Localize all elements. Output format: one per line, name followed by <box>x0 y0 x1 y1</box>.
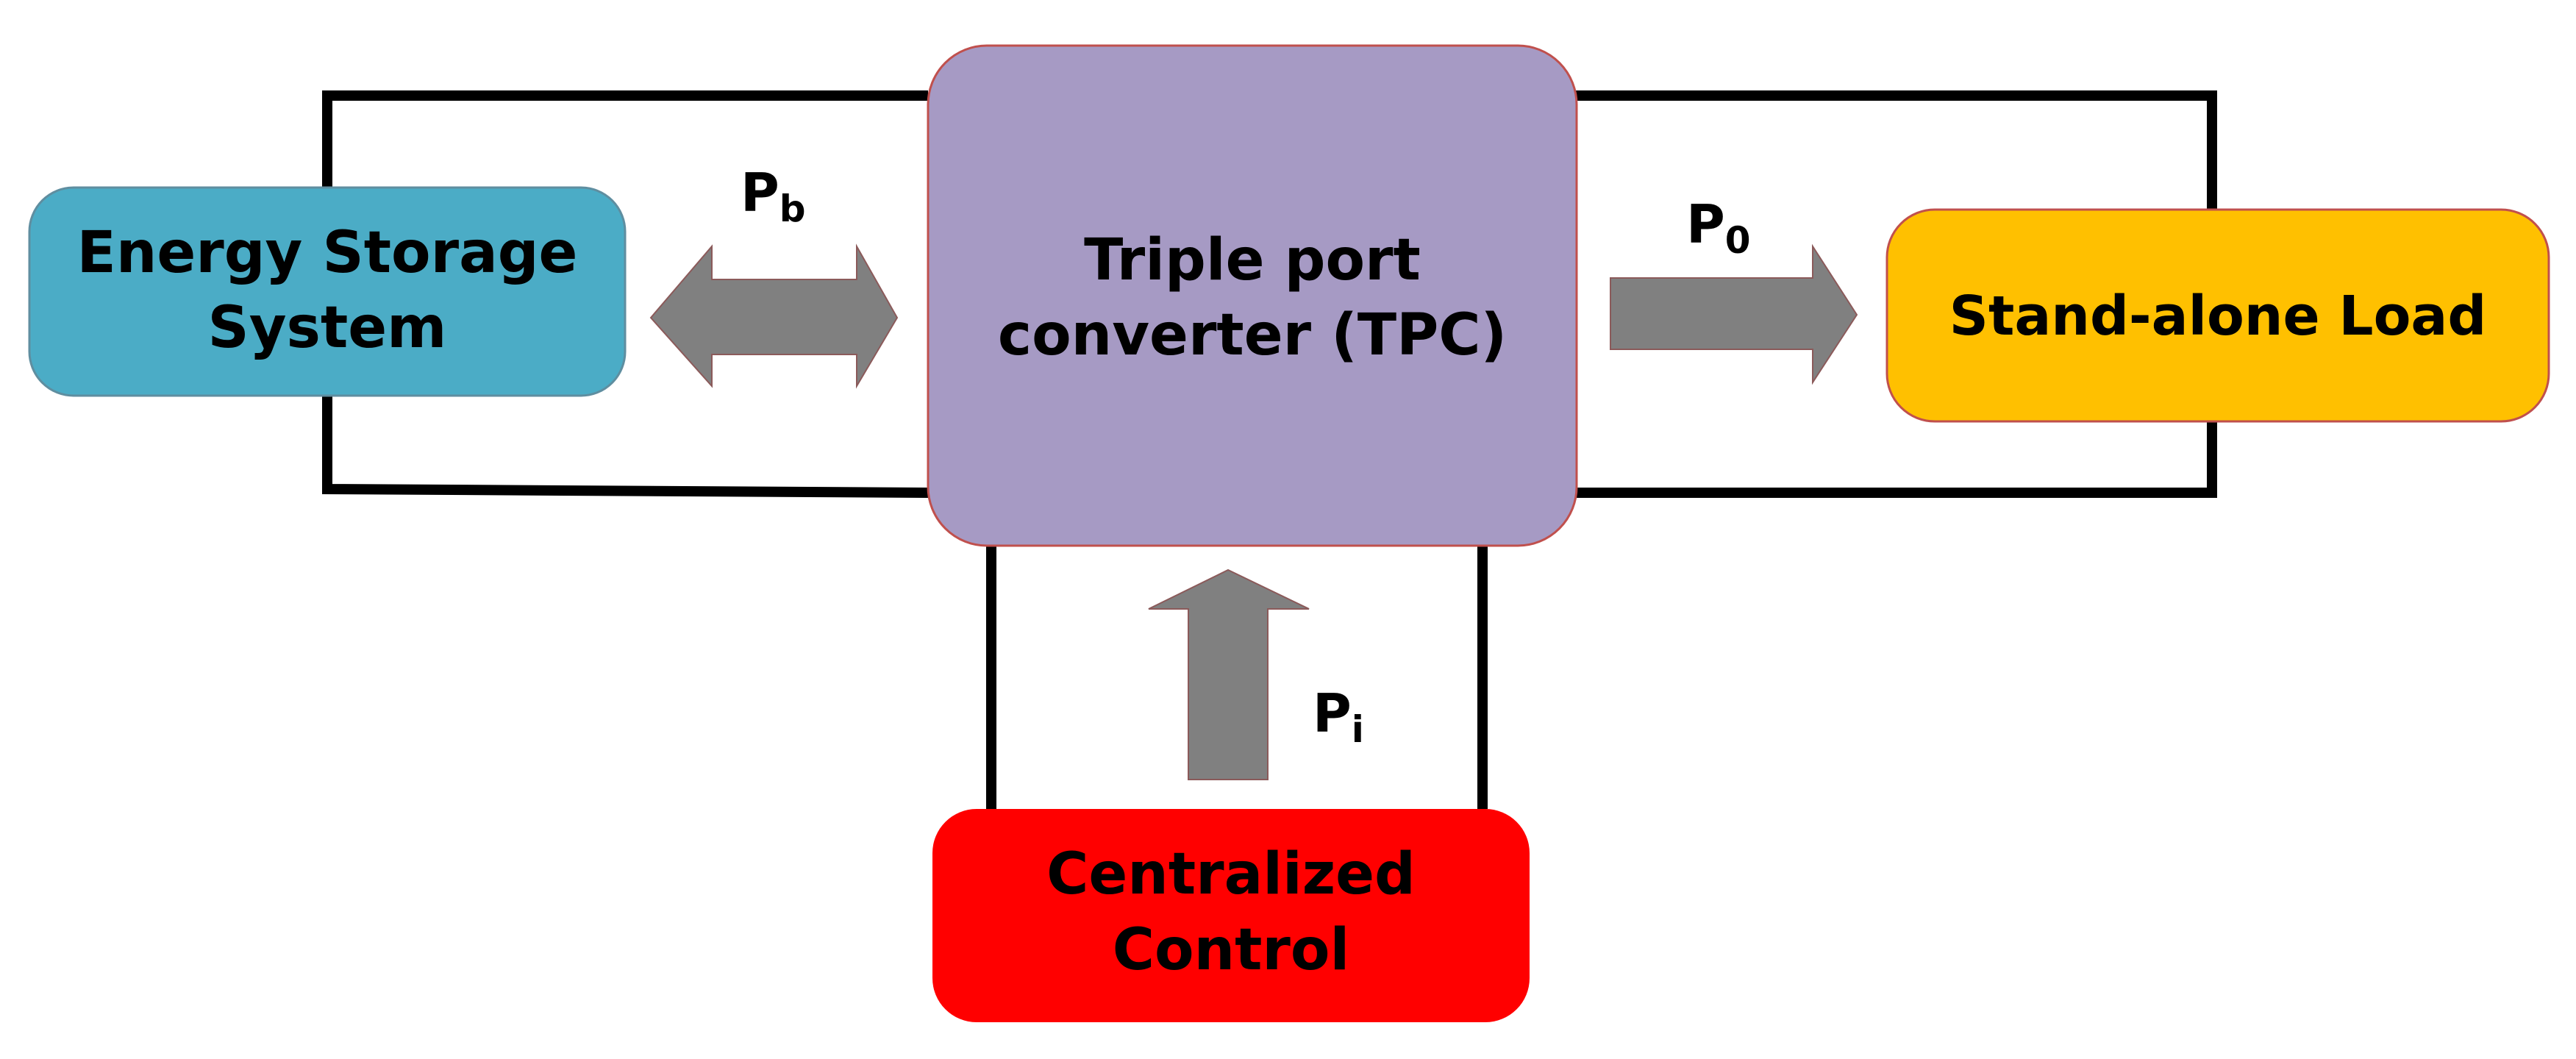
wire-storage-top <box>322 90 928 190</box>
control-label-line1: Centralized <box>1046 841 1416 908</box>
pi-label: Pi <box>1313 682 1364 751</box>
p0-subscript: 0 <box>1725 219 1751 262</box>
energy-storage-label-line2: System <box>208 295 447 361</box>
tpc-box <box>927 44 1578 547</box>
wire-load-top <box>1574 90 2217 213</box>
tpc-block: Triple port converter (TPC) <box>927 44 1578 547</box>
energy-storage-box <box>28 186 627 397</box>
pb-subscript: b <box>779 188 806 230</box>
tpc-label-line2: converter (TPC) <box>998 302 1507 368</box>
wires <box>322 90 2217 809</box>
p0-symbol: P <box>1686 193 1725 255</box>
control-box <box>932 809 1530 1022</box>
wire-load-bottom <box>1574 418 2217 498</box>
pb-label: Pb <box>741 162 806 230</box>
pb-symbol: P <box>741 162 779 224</box>
control-label-line2: Control <box>1113 917 1349 983</box>
right-arrow-icon <box>1610 243 1858 385</box>
pi-subscript: i <box>1352 708 1364 751</box>
load-box <box>1885 208 2550 423</box>
load-label: Stand-alone Load <box>1949 285 2487 348</box>
bidirectional-arrow-icon <box>649 243 899 389</box>
load-block: Stand-alone Load <box>1885 208 2550 423</box>
pi-symbol: P <box>1313 682 1352 744</box>
flow-labels: Pb P0 Pi <box>741 162 1751 751</box>
arrows <box>649 243 1858 780</box>
energy-storage-label-line1: Energy Storage <box>77 220 578 286</box>
energy-storage-block: Energy Storage System <box>28 186 627 397</box>
p0-label: P0 <box>1686 193 1751 262</box>
up-arrow-icon <box>1148 568 1310 780</box>
tpc-label-line1: Triple port <box>1084 227 1421 293</box>
wire-storage-bottom <box>322 393 929 498</box>
control-block: Centralized Control <box>932 809 1530 1022</box>
